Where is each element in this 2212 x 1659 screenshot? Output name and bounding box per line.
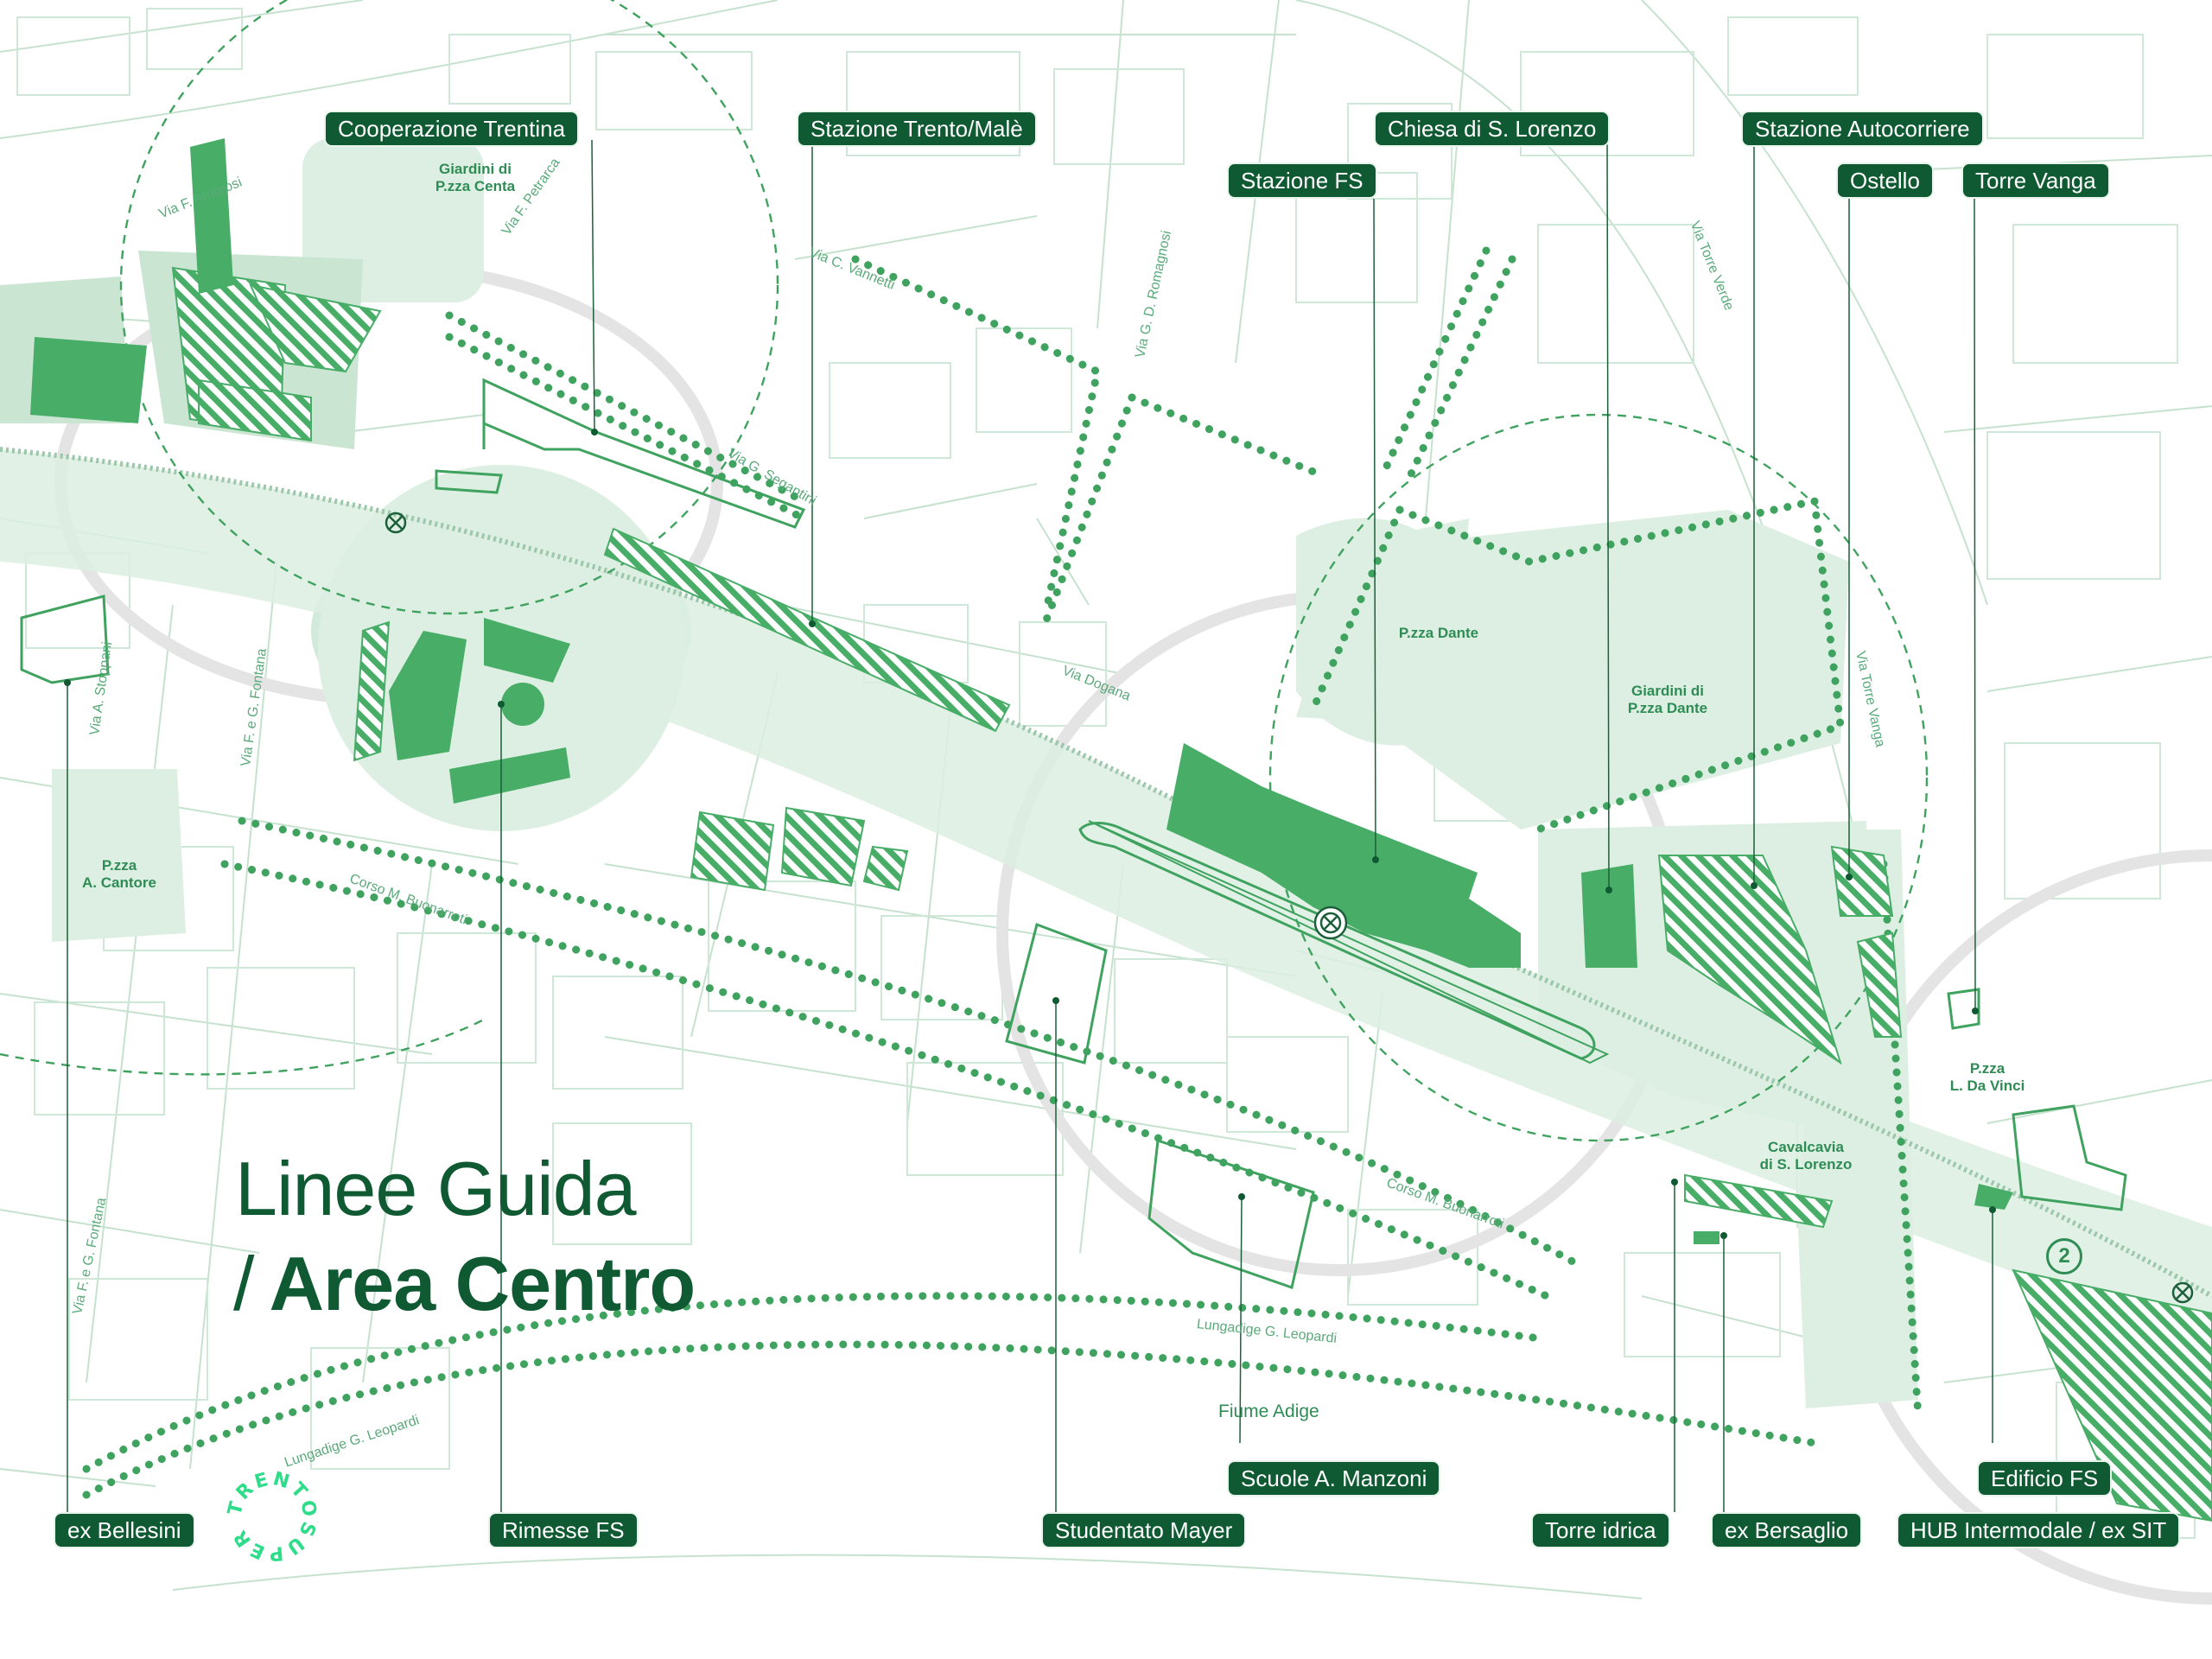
tag-rimesse-fs[interactable]: Rimesse FS <box>488 1512 639 1548</box>
tag-cooperazione-trentina[interactable]: Cooperazione Trentina <box>324 111 580 147</box>
tag-ostello[interactable]: Ostello <box>1836 162 1934 199</box>
leader-dots <box>64 429 1996 1239</box>
label-piazza-dante: P.zza Dante <box>1398 625 1479 641</box>
label-piazza-davinci: P.zza L. Da Vinci <box>1949 1060 2025 1094</box>
tag-hub-intermodale[interactable]: HUB Intermodale / ex SIT <box>1897 1512 2181 1548</box>
tag-stazione-trento-male[interactable]: Stazione Trento/Malè <box>797 111 1037 147</box>
label-cavalcavia: Cavalcavia di S. Lorenzo <box>1759 1139 1853 1173</box>
tag-stazione-fs[interactable]: Stazione FS <box>1227 162 1377 199</box>
svg-text:TRENTOSUPER: TRENTOSUPER <box>224 1468 321 1564</box>
label-piazza-cantore: P.zza A. Cantore <box>82 857 156 891</box>
outlined-buildings <box>20 378 2127 1289</box>
tag-torre-idrica[interactable]: Torre idrica <box>1531 1512 1670 1548</box>
trentosuper-logo: TRENTOSUPER <box>224 1468 321 1564</box>
page-title-line2: /Area Centro <box>233 1240 696 1328</box>
pedestrian-paths <box>82 246 1923 1499</box>
tag-chiesa-s-lorenzo[interactable]: Chiesa di S. Lorenzo <box>1374 111 1611 147</box>
tag-studentato-mayer[interactable]: Studentato Mayer <box>1041 1512 1247 1548</box>
zone-number-badge: 2 <box>2046 1238 2082 1274</box>
tag-ex-bersaglio[interactable]: ex Bersaglio <box>1711 1512 1863 1548</box>
label-giardini-dante: Giardini di P.zza Dante <box>1627 683 1708 716</box>
tag-edificio-fs[interactable]: Edificio FS <box>1977 1460 2113 1497</box>
solid-buildings <box>30 138 2013 1244</box>
tag-stazione-autocorriere[interactable]: Stazione Autocorriere <box>1741 111 1984 147</box>
river-label: Fiume Adige <box>1218 1402 1319 1421</box>
tag-scuole-manzoni[interactable]: Scuole A. Manzoni <box>1227 1460 1441 1497</box>
walking-radius-circles <box>0 0 1929 1142</box>
label-giardini-centa: Giardini di P.zza Centa <box>435 161 516 194</box>
title-area-name: Area Centro <box>269 1241 696 1326</box>
title-slash: / <box>233 1241 254 1326</box>
leader-lines <box>67 139 1993 1512</box>
tag-ex-bellesini[interactable]: ex Bellesini <box>54 1512 195 1548</box>
logo-text: TRENTOSUPER <box>224 1468 318 1564</box>
station-symbol-icon <box>385 512 2194 1304</box>
hatched-buildings <box>171 266 2212 1522</box>
tag-torre-vanga[interactable]: Torre Vanga <box>1961 162 2110 199</box>
page-title-line1: Linee Guida <box>235 1146 637 1231</box>
